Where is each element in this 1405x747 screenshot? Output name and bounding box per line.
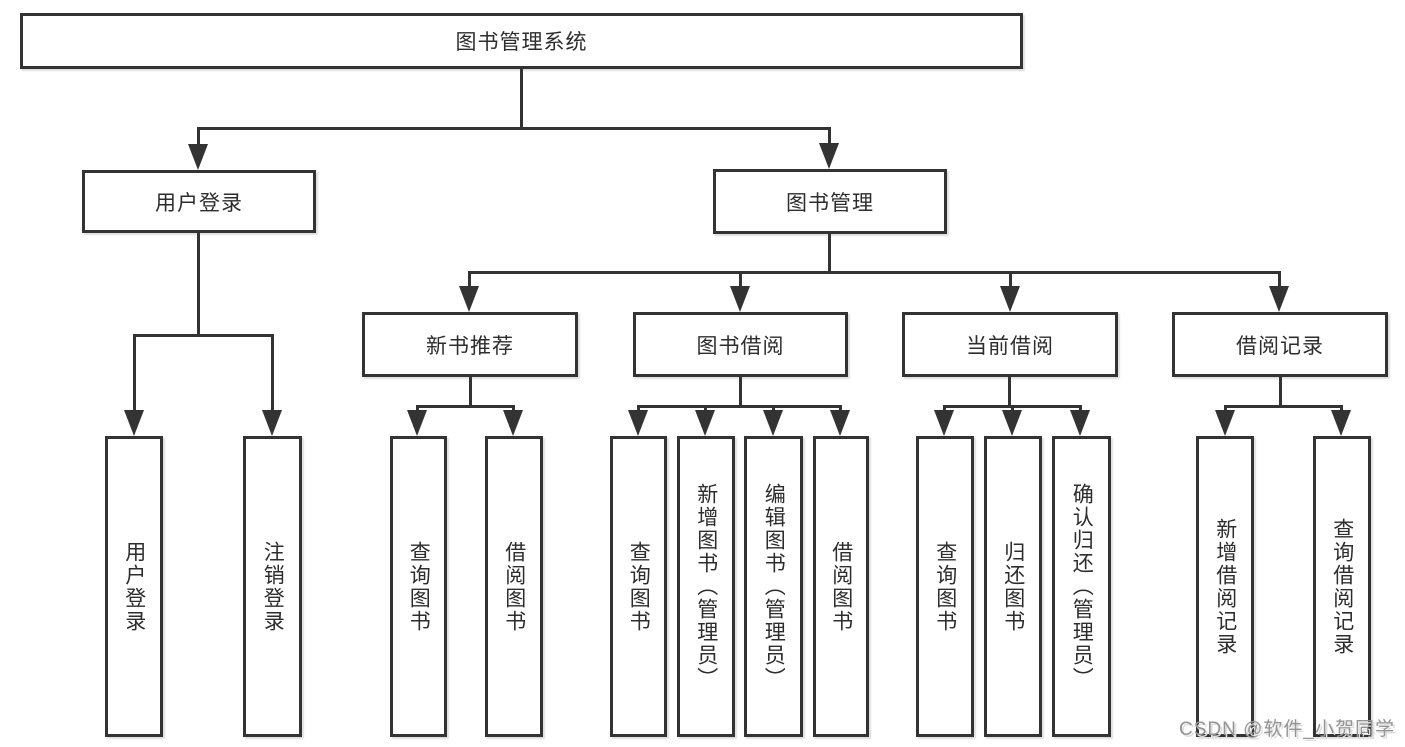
node-label: 借阅记录 [1236, 334, 1324, 358]
arrowhead [188, 144, 208, 170]
arrowhead [763, 410, 783, 436]
connector-line [468, 271, 1281, 274]
arrowhead [628, 410, 648, 436]
node-library-management-system: 图书管理系统 [20, 13, 1023, 69]
connector-line [520, 69, 523, 127]
node-label: 借阅图书 [829, 540, 853, 633]
node-label: 查询图书 [407, 540, 431, 633]
connector-line [828, 234, 831, 271]
leaf-logout: 注销登录 [243, 436, 302, 737]
leaf-return-books: 归还图书 [984, 436, 1042, 737]
leaf-add-book-admin: 新增图书（管理员） [677, 436, 735, 737]
connector-line [469, 377, 472, 405]
leaf-add-borrow-record: 新增借阅记录 [1196, 436, 1254, 737]
node-label: 图书管理 [786, 191, 874, 215]
connector-line [1279, 377, 1282, 405]
node-label: 归还图书 [1001, 540, 1025, 633]
node-book-borrowing: 图书借阅 [633, 312, 848, 377]
node-user-login: 用户登录 [82, 170, 316, 233]
node-label: 新增借阅记录 [1213, 517, 1237, 656]
connector-line [1224, 405, 1343, 408]
arrowhead [1215, 410, 1235, 436]
arrowhead [695, 410, 715, 436]
node-label: 当前借阅 [966, 334, 1054, 358]
node-label: 编辑图书（管理员） [762, 483, 786, 690]
arrowhead [1269, 286, 1289, 312]
arrowhead [459, 286, 479, 312]
node-current-borrowing: 当前借阅 [902, 312, 1118, 377]
leaf-borrow-books-borrowing: 借阅图书 [813, 436, 869, 737]
node-book-management: 图书管理 [713, 169, 947, 234]
connector-line [1278, 271, 1281, 289]
arrowhead [830, 410, 850, 436]
leaf-edit-book-admin: 编辑图书（管理员） [744, 436, 803, 737]
leaf-query-borrow-record: 查询借阅记录 [1313, 436, 1371, 737]
arrowhead [1070, 410, 1090, 436]
connector-line [739, 377, 742, 405]
node-label: 图书借阅 [696, 334, 785, 358]
arrowhead [1331, 410, 1351, 436]
connector-line [197, 233, 200, 335]
arrowhead [407, 410, 427, 436]
arrowhead [1002, 410, 1022, 436]
leaf-query-books-borrowing: 查询图书 [610, 436, 667, 737]
node-borrowing-records: 借阅记录 [1172, 312, 1388, 377]
leaf-confirm-return-admin: 确认归还（管理员） [1052, 436, 1111, 737]
connector-line [1008, 377, 1011, 405]
connector-line [828, 127, 831, 148]
node-label: 用户登录 [122, 540, 146, 633]
node-label: 查询借阅记录 [1330, 517, 1354, 656]
node-label: 新增图书（管理员） [694, 483, 718, 690]
arrowhead [1000, 286, 1020, 312]
connector-line [197, 127, 831, 130]
connector-line [1009, 271, 1012, 289]
connector-line [197, 127, 200, 149]
connector-line [271, 334, 274, 414]
node-label: 借阅图书 [502, 540, 526, 633]
leaf-user-login: 用户登录 [105, 436, 163, 737]
arrowhead [819, 143, 839, 169]
node-label: 注销登录 [261, 540, 285, 633]
node-label: 确认归还（管理员） [1070, 483, 1094, 690]
node-label: 新书推荐 [426, 334, 514, 358]
node-label: 查询图书 [933, 540, 957, 633]
csdn-watermark: CSDN @软件_小贺同学 [1179, 719, 1395, 740]
connector-line [133, 334, 136, 414]
connector-line [468, 271, 471, 289]
node-new-book-recommendation: 新书推荐 [362, 312, 578, 377]
arrowhead [503, 410, 523, 436]
connector-line [133, 334, 274, 337]
arrowhead [262, 410, 282, 436]
node-label: 图书管理系统 [455, 31, 588, 54]
arrowhead [730, 286, 750, 312]
leaf-borrow-books-recommend: 借阅图书 [485, 436, 543, 737]
connector-line [637, 405, 842, 408]
arrowhead [934, 410, 954, 436]
leaf-query-books-current: 查询图书 [916, 436, 974, 737]
node-label: 查询图书 [627, 540, 651, 633]
arrowhead [124, 410, 144, 436]
node-label: 用户登录 [155, 191, 243, 215]
leaf-query-books-recommend: 查询图书 [390, 436, 447, 737]
connector-line [739, 271, 742, 289]
connector-line [416, 405, 515, 408]
